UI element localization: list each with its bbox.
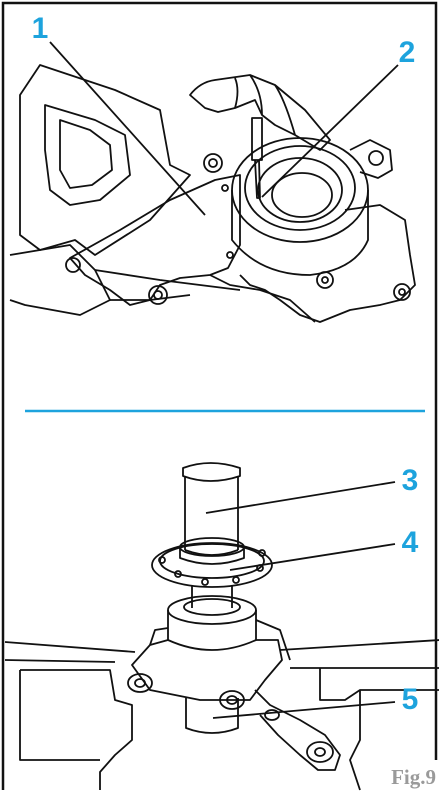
knuckle-dot-2 [221,184,229,192]
figure-label: Fig.9 [391,765,436,789]
knuckle-hole-2 [65,257,81,273]
press-ram-bottom [184,549,239,556]
knuckle-hole-3-inner [153,290,163,300]
hub-collar [179,548,245,565]
flange-hole-1 [158,556,166,564]
leader-line-1 [49,41,206,216]
press-bed-right [279,639,439,669]
screwdriver-handle [251,117,263,161]
press-bed-block-left-edge [19,670,100,761]
bearing-race [257,157,343,223]
bearing-bore [271,172,333,218]
callout-1: 1 [32,12,49,45]
flange-hole-2 [174,570,182,578]
callout-2: 2 [399,36,416,69]
hand-finger-lines [234,74,296,136]
flange-hole-3 [201,578,209,586]
knuckle-lower-arm [254,689,341,771]
knuckle-upper-ear [149,627,169,646]
lower-arm-eye-inner [314,747,326,757]
callout-3: 3 [402,464,419,497]
hand-outline [189,74,331,151]
knuckle-arm-right [239,204,416,323]
lower-arm-eye [306,741,334,763]
leader-line-4 [229,543,396,571]
leader-line-5 [212,701,396,719]
knuckle-hole-3 [148,285,168,305]
callout-4: 4 [402,526,419,559]
knuckle-hole-1 [203,153,223,173]
leader-line-3 [205,481,396,514]
hub-flange [151,542,273,588]
knuckle-hole-5-inner [398,288,406,296]
callout-5: 5 [402,683,419,716]
boss-mid [219,690,245,710]
lower-rail [94,269,241,291]
press-bed-block-right-2 [349,690,361,791]
press-bed-block-right [319,668,439,701]
screwdriver-shaft [254,159,261,199]
flange-hole-4 [232,576,240,584]
knuckle-hole-4 [316,271,334,289]
lower-arm-mid-hole [264,709,280,721]
upper-illustration [9,64,416,323]
knuckle-hole-4-inner [321,276,329,284]
knuckle-bearing-top [167,595,257,625]
engine-block-outline [19,64,191,256]
upper-mount-hole [368,150,384,166]
bearing-housing-mid [244,145,356,231]
boss-mid-inner [226,695,238,705]
press-bed-block-left [20,669,133,790]
flange-hole-6 [258,549,266,557]
knuckle-bearing-side [167,610,257,651]
press-bed-left [4,641,136,663]
engine-block-inner-window [59,119,113,189]
knuckle-hole-1-inner [208,158,218,168]
press-ram-shaft [184,476,239,550]
press-ram-top [182,462,241,482]
knuckle-body [69,174,241,306]
upper-mount-tab [349,139,393,179]
knuckle-lower-edge [209,274,316,323]
housing-side [231,190,369,276]
support-pin [185,698,239,734]
engine-block-window [44,104,131,206]
lower-illustration [4,462,439,791]
leader-line-2 [261,64,399,198]
hub-collar-top [179,537,245,557]
through-shaft [191,585,233,608]
boss-left [127,673,153,693]
knuckle-hole-5 [393,283,411,301]
boss-left-inner [134,678,146,688]
knuckle-dot-1 [226,251,234,259]
knuckle-bearing-inner [183,598,241,616]
